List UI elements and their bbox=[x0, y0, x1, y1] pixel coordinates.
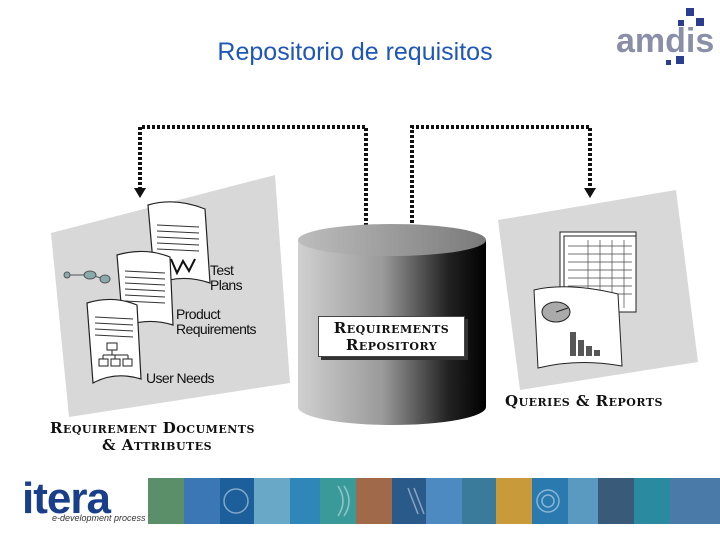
amdis-logo: amdis bbox=[616, 8, 714, 65]
chart-report bbox=[533, 286, 623, 369]
user-needs-label: User Needs bbox=[146, 370, 215, 386]
reports-panel bbox=[498, 190, 698, 390]
itera-logo: itera bbox=[22, 474, 111, 523]
requirement-documents-label: Requirement Documents& Attributes bbox=[50, 419, 255, 454]
spreadsheet-report bbox=[559, 231, 637, 313]
queries-reports-label: Queries & Reports bbox=[505, 392, 663, 410]
itera-tagline: e-development process bbox=[52, 513, 146, 523]
logo-text: amdis bbox=[616, 22, 714, 60]
footer-banner bbox=[148, 478, 720, 524]
documents-panel bbox=[51, 175, 290, 417]
page-title: Repositorio de requisitos bbox=[217, 38, 493, 66]
user-needs-doc bbox=[86, 298, 142, 384]
network-diagram-icon bbox=[63, 270, 111, 284]
